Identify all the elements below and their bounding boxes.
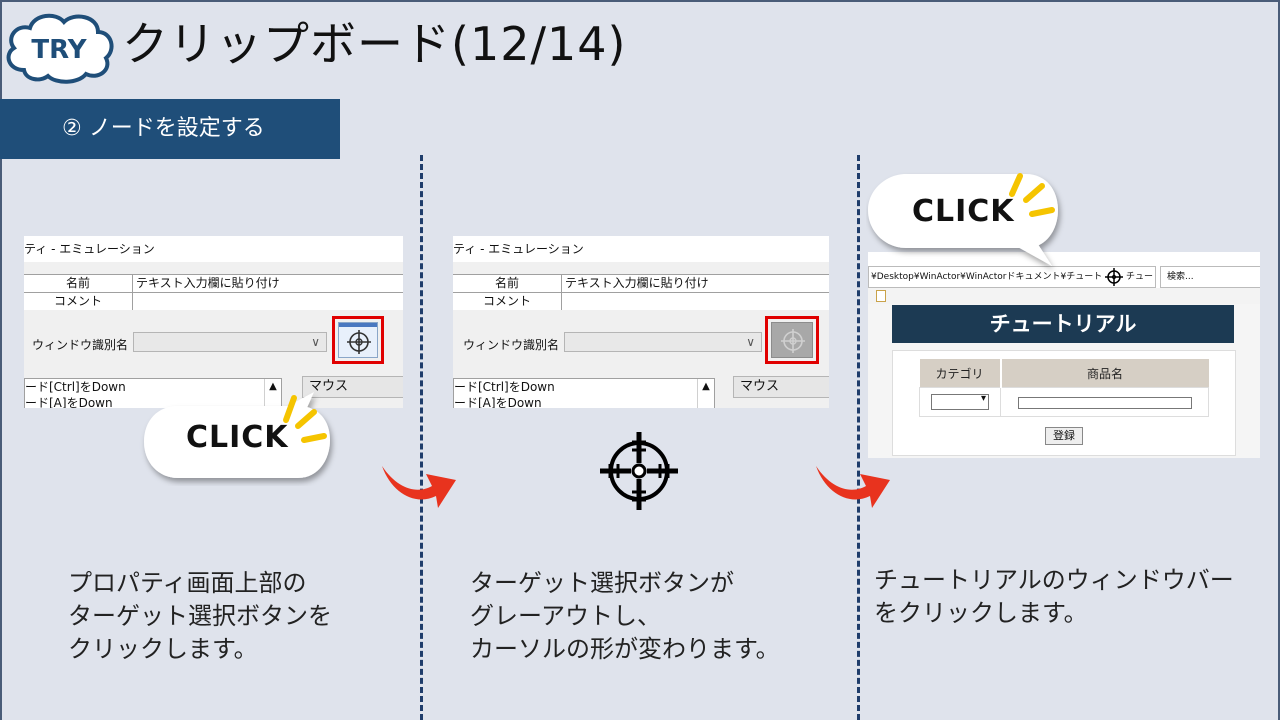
page-icon[interactable] bbox=[876, 290, 886, 302]
tab-bar bbox=[868, 288, 1260, 305]
scroll-up-icon[interactable]: ▲ bbox=[697, 379, 714, 408]
name-label: 名前 bbox=[453, 275, 562, 292]
click-callout-1: CLICK bbox=[138, 392, 338, 486]
next-arrow-icon bbox=[816, 466, 890, 508]
chevron-down-icon: ∨ bbox=[311, 335, 320, 349]
name-value[interactable]: テキスト入力欄に貼り付け bbox=[136, 276, 280, 290]
page-title: クリップボード(12/14) bbox=[122, 17, 627, 71]
caption-line: をクリックします。 bbox=[874, 599, 1088, 627]
mouse-field: マウス bbox=[733, 376, 829, 398]
product-name-header: 商品名 bbox=[999, 359, 1209, 388]
divider-2 bbox=[857, 155, 860, 720]
frame-left bbox=[0, 0, 2, 720]
highlight-box bbox=[765, 316, 819, 364]
category-cell: ▾ bbox=[919, 387, 1001, 417]
product-form: カテゴリ 商品名 ▾ 登録 bbox=[892, 350, 1236, 456]
mouse-field: マウス bbox=[302, 376, 403, 398]
window-name-select[interactable]: ∨ bbox=[133, 332, 327, 352]
browser-search-input[interactable]: 検索... bbox=[1160, 266, 1260, 288]
crosshair-icon bbox=[781, 329, 805, 353]
frame-right bbox=[1278, 0, 1280, 720]
crosshair-cursor-icon bbox=[1105, 267, 1124, 286]
title-band bbox=[453, 262, 829, 274]
step-heading: ② ノードを設定する bbox=[0, 99, 340, 159]
comment-label: コメント bbox=[24, 293, 133, 310]
comment-row: コメント bbox=[24, 292, 403, 310]
caption-line: グレーアウトし、 bbox=[470, 602, 662, 630]
target-select-button-disabled bbox=[771, 322, 813, 358]
address-filename: チュートリアル.ht bbox=[1125, 272, 1155, 282]
comment-label: コメント bbox=[453, 293, 562, 310]
category-select[interactable]: ▾ bbox=[931, 393, 989, 410]
highlight-box bbox=[332, 316, 384, 364]
list-item: ード[Ctrl]をDown bbox=[25, 380, 126, 394]
window-title: ティ - エミュレーション bbox=[24, 242, 155, 256]
caption-line: プロパティ画面上部の bbox=[68, 569, 307, 597]
chevron-down-icon: ∨ bbox=[746, 335, 755, 349]
window-name-select[interactable]: ∨ bbox=[564, 332, 762, 352]
scroll-up-icon[interactable]: ▲ bbox=[264, 379, 281, 408]
caption-line: ターゲット選択ボタンを bbox=[68, 602, 332, 630]
list-item: ード[A]をDown bbox=[454, 396, 542, 408]
crosshair-icon bbox=[347, 330, 371, 354]
click-callout-3: CLICK bbox=[866, 172, 1066, 272]
property-window-screenshot-2: ティ - エミュレーション 名前 テキスト入力欄に貼り付け コメント ウィンドウ… bbox=[453, 236, 829, 408]
click-label: CLICK bbox=[912, 194, 1015, 229]
crosshair-cursor-icon bbox=[600, 432, 678, 510]
next-arrow-icon bbox=[382, 466, 456, 508]
register-button[interactable]: 登録 bbox=[1045, 427, 1083, 445]
browser-screenshot: ¥Desktop¥WinActor¥WinActorドキュメント¥チュート チュ… bbox=[868, 252, 1260, 458]
comment-row: コメント bbox=[453, 292, 829, 310]
caption-line: ターゲット選択ボタンが bbox=[470, 569, 734, 597]
action-list[interactable]: ード[Ctrl]をDown ード[A]をDown ▲ bbox=[453, 378, 715, 408]
browser-window-bar[interactable]: ¥Desktop¥WinActor¥WinActorドキュメント¥チュート チュ… bbox=[868, 266, 1156, 288]
click-label: CLICK bbox=[186, 420, 289, 455]
caption-line: クリックします。 bbox=[68, 635, 258, 663]
list-item: ード[Ctrl]をDown bbox=[454, 380, 555, 394]
tutorial-banner: チュートリアル bbox=[892, 305, 1234, 343]
product-name-cell bbox=[1000, 387, 1209, 417]
category-header: カテゴリ bbox=[919, 359, 1001, 388]
name-row: 名前 テキスト入力欄に貼り付け bbox=[453, 274, 829, 292]
try-badge: TRY bbox=[2, 8, 116, 84]
caption-line: カーソルの形が変わります。 bbox=[470, 635, 780, 663]
chevron-down-icon: ▾ bbox=[980, 393, 986, 404]
caption-line: チュートリアルのウィンドウバー bbox=[874, 566, 1234, 594]
frame-top bbox=[0, 0, 1280, 2]
name-label: 名前 bbox=[24, 275, 133, 292]
target-select-button[interactable] bbox=[338, 322, 378, 358]
action-list[interactable]: ード[Ctrl]をDown ード[A]をDown ▲ bbox=[24, 378, 282, 408]
try-label: TRY bbox=[31, 35, 87, 65]
window-name-label: ウィンドウ識別名 bbox=[32, 338, 129, 352]
window-title: ティ - エミュレーション bbox=[453, 242, 584, 256]
divider-1 bbox=[420, 155, 423, 720]
caption-2: ターゲット選択ボタンが グレーアウトし、 カーソルの形が変わります。 bbox=[470, 567, 780, 666]
button-top-bar bbox=[339, 323, 377, 327]
list-item: ード[A]をDown bbox=[25, 396, 113, 408]
product-table: カテゴリ 商品名 ▾ bbox=[919, 359, 1209, 417]
caption-1: プロパティ画面上部の ターゲット選択ボタンを クリックします。 bbox=[68, 567, 332, 666]
address-text: ¥Desktop¥WinActor¥WinActorドキュメント¥チュート bbox=[871, 272, 1103, 282]
name-row: 名前 テキスト入力欄に貼り付け bbox=[24, 274, 403, 292]
window-name-label: ウィンドウ識別名 bbox=[463, 338, 560, 352]
name-value[interactable]: テキスト入力欄に貼り付け bbox=[565, 276, 709, 290]
title-band bbox=[24, 262, 403, 274]
property-window-screenshot-1: ティ - エミュレーション 名前 テキスト入力欄に貼り付け コメント ウィンドウ… bbox=[24, 236, 403, 408]
product-name-input[interactable] bbox=[1017, 396, 1192, 409]
caption-3: チュートリアルのウィンドウバー をクリックします。 bbox=[874, 564, 1234, 630]
